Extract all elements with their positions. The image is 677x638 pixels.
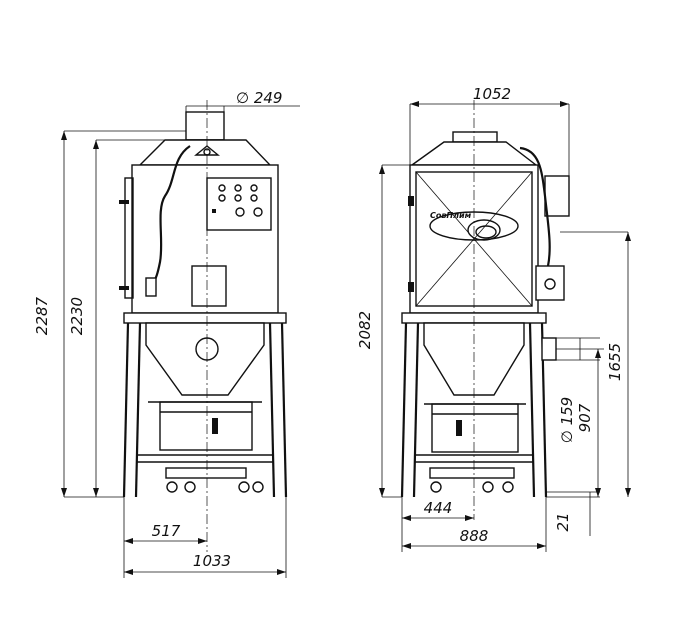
front-view xyxy=(119,100,288,552)
logo-text: СовПлим xyxy=(430,211,472,220)
front-top-pipe xyxy=(185,111,225,141)
front-stand-top xyxy=(123,312,287,324)
control-panel xyxy=(206,177,272,231)
control-panel-knobs xyxy=(212,184,263,217)
inspection-plate xyxy=(191,265,227,307)
side-switch-box xyxy=(535,265,565,301)
front-hopper xyxy=(145,322,265,396)
side-top-pipe xyxy=(452,131,498,143)
side-wheels xyxy=(429,467,515,493)
dim-outlet-diameter: ∅ 159 xyxy=(558,397,576,443)
front-door-edge xyxy=(124,177,134,299)
side-fan-box xyxy=(544,175,570,217)
front-dimensions: ∅ 249 2287 2230 517 1033 xyxy=(33,89,300,578)
side-outlet xyxy=(541,337,557,361)
dim-total-width: 1033 xyxy=(193,552,231,570)
dim-bottom-gap: 21 xyxy=(554,512,572,531)
side-view: СовПлим xyxy=(400,100,570,520)
dim-pipe-diameter: ∅ 249 xyxy=(236,89,282,107)
dim-base-width: 888 xyxy=(460,527,489,545)
dim-outlet-axis-height: 907 xyxy=(576,403,594,432)
dim-outlet-height: 1655 xyxy=(606,343,624,381)
front-wheels xyxy=(165,467,264,493)
side-dimensions: 1052 2082 1655 ∅ 159 907 444 xyxy=(356,85,631,552)
front-hood xyxy=(138,139,272,166)
dim-side-body-height: 2082 xyxy=(356,311,374,349)
dim-half-width: 517 xyxy=(152,522,181,540)
front-cable xyxy=(151,145,191,285)
side-cable xyxy=(519,146,551,267)
dim-axis-offset: 444 xyxy=(424,499,453,517)
side-bin xyxy=(431,403,519,453)
front-bin xyxy=(159,401,253,451)
dim-total-height: 2287 xyxy=(33,296,51,335)
dim-side-total-width: 1052 xyxy=(473,85,511,103)
dim-body-height: 2230 xyxy=(68,297,86,335)
